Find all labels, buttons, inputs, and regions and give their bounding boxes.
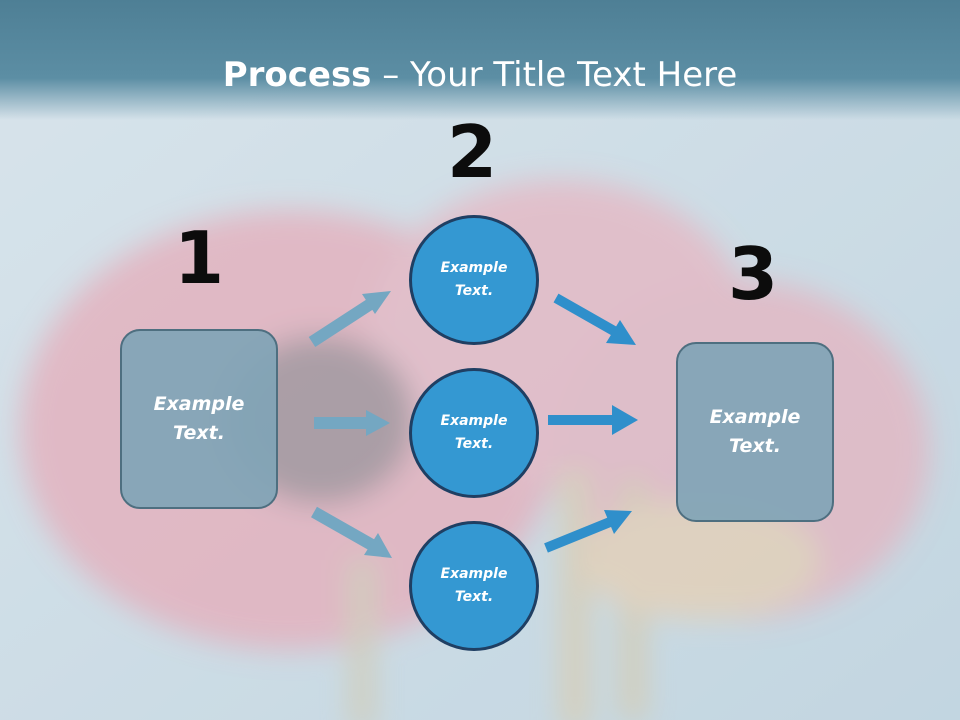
process-circle-bottom-text: Example Text.: [440, 566, 508, 605]
slide-title-bold: Process: [222, 55, 372, 95]
process-circle-bottom: Example Text.: [409, 521, 539, 651]
arrow-middle-circle-to-box3: [548, 405, 638, 435]
step-box-3-text: Example Text.: [709, 406, 801, 457]
step-box-1-text: Example Text.: [153, 393, 245, 444]
arrow-bottom-circle-to-box3: [544, 510, 632, 553]
step-number-3: 3: [727, 232, 779, 316]
step-number-1: 1: [173, 216, 225, 300]
slide-title-rest: – Your Title Text Here: [371, 55, 738, 95]
step-box-3: Example Text.: [676, 342, 834, 522]
step-number-2: 2: [446, 110, 498, 194]
slide-title: Process – Your Title Text Here: [0, 52, 960, 98]
arrow-box1-to-middle-circle: [314, 410, 390, 436]
arrow-box1-to-top-circle: [308, 291, 391, 348]
arrow-top-circle-to-box3: [553, 293, 636, 345]
arrow-box1-to-bottom-circle: [311, 506, 392, 558]
process-circle-top: Example Text.: [409, 215, 539, 345]
step-box-1: Example Text.: [120, 329, 278, 509]
process-circle-middle-text: Example Text.: [440, 413, 508, 452]
title-band: [0, 0, 960, 120]
process-circle-top-text: Example Text.: [440, 260, 508, 299]
process-circle-middle: Example Text.: [409, 368, 539, 498]
